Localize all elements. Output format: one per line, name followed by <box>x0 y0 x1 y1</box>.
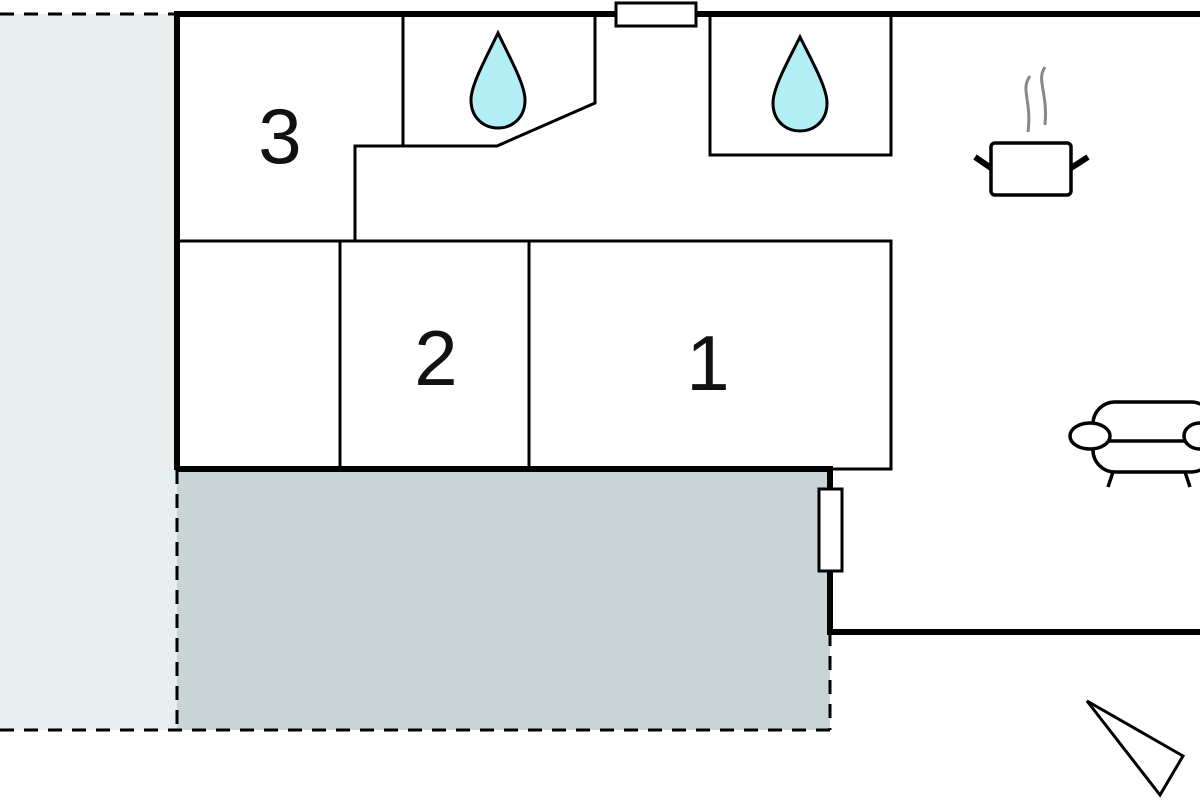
outside-area <box>0 14 177 730</box>
armchair-icon <box>1068 400 1200 488</box>
terrace <box>177 470 830 730</box>
door <box>817 487 844 573</box>
room-label-3: 3 <box>258 92 301 180</box>
north-arrow-icon <box>1085 699 1186 798</box>
interior-walls <box>177 14 893 471</box>
room-label-1: 1 <box>686 319 729 407</box>
water-drop-icon <box>771 33 829 133</box>
window <box>614 1 698 28</box>
water-drop-icon <box>469 29 527 130</box>
cooking-pot-icon <box>973 66 1090 197</box>
room-label-2: 2 <box>414 314 457 402</box>
dashed-boundaries <box>0 12 832 732</box>
